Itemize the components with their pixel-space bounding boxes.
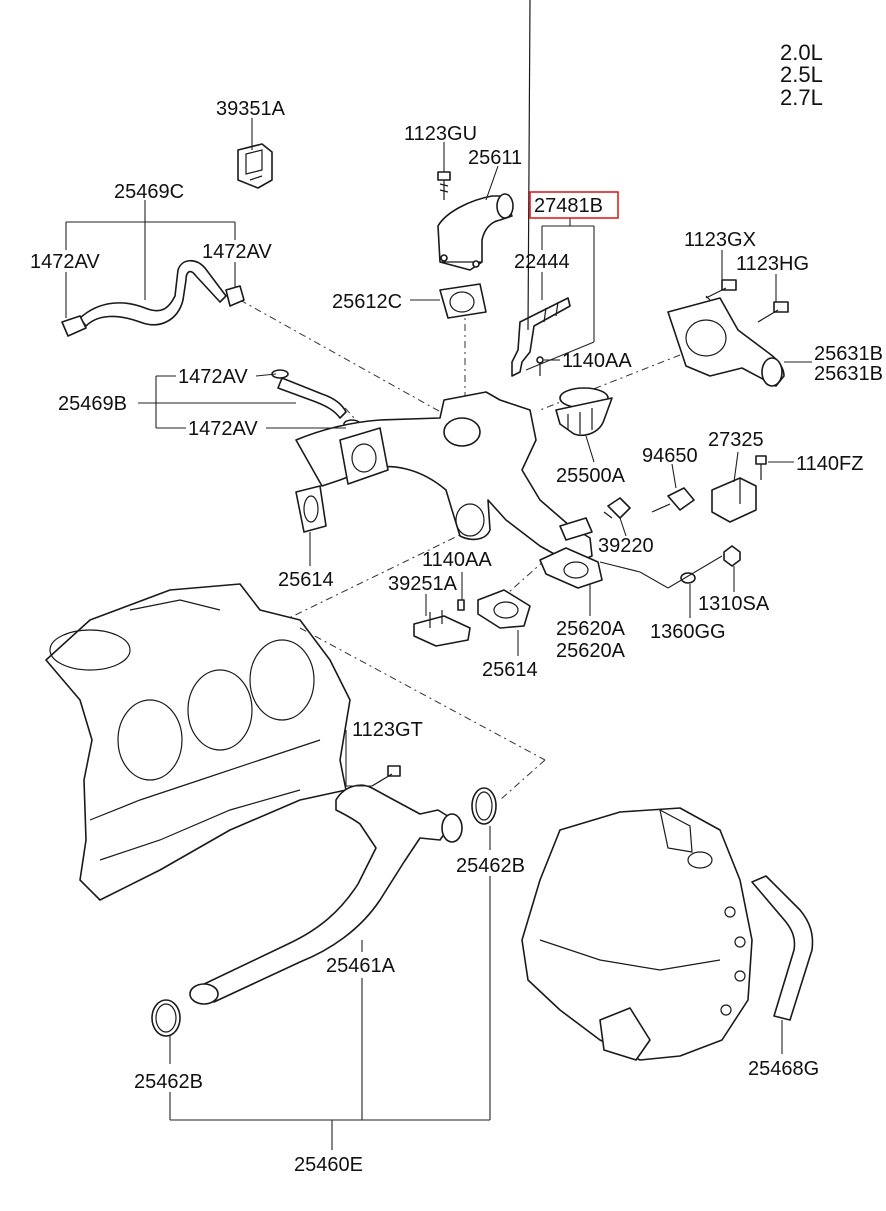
label-25469B[interactable]: 25469B — [58, 393, 127, 415]
label-39251A[interactable]: 39251A — [388, 573, 458, 595]
o-ring-25462B-lower — [151, 999, 181, 1037]
label-1472AV-right[interactable]: 1472AV — [202, 241, 272, 263]
gasket-25614-right — [477, 589, 531, 629]
label-1310SA[interactable]: 1310SA — [698, 593, 770, 615]
engine-variant-2: 2.5L — [780, 62, 823, 87]
label-94650[interactable]: 94650 — [642, 445, 698, 467]
label-1123GU[interactable]: 1123GU — [404, 123, 477, 145]
bolt-1123GU — [437, 171, 451, 200]
dash-oring-side — [499, 759, 546, 801]
hose-25468G — [751, 875, 814, 1021]
label-39351A[interactable]: 39351A — [216, 98, 286, 120]
water-pipe-25461A — [189, 784, 463, 1005]
label-1472AV-lower[interactable]: 1472AV — [188, 418, 258, 440]
label-1472AV-left[interactable]: 1472AV — [30, 251, 100, 273]
label-25462B-lower[interactable]: 25462B — [134, 1071, 203, 1093]
engine-variant-1: 2.0L — [780, 40, 823, 65]
label-1140FZ[interactable]: 1140FZ — [796, 453, 863, 475]
bolt-1123GX — [705, 279, 737, 301]
label-25462B-upper[interactable]: 25462B — [456, 855, 525, 877]
label-22444[interactable]: 22444 — [514, 251, 570, 273]
hose-25469B — [271, 369, 361, 429]
label-1123GT[interactable]: 1123GT — [352, 719, 423, 741]
clip-39351A — [237, 143, 273, 189]
label-25461A[interactable]: 25461A — [326, 955, 396, 977]
label-25631B-2[interactable]: 25631B — [814, 363, 883, 385]
label-25468G[interactable]: 25468G — [748, 1058, 819, 1080]
engine-variant-3: 2.7L — [780, 85, 823, 110]
label-39220[interactable]: 39220 — [598, 535, 654, 557]
bolt-1140AA-lower — [457, 599, 465, 611]
part-labels: 39351A 1123GU 25611 25469C 27481B 1123GX… — [30, 98, 883, 1176]
washer-1360GG — [680, 572, 696, 584]
label-25620A-1[interactable]: 25620A — [556, 618, 626, 640]
relay-27325 — [711, 477, 757, 523]
label-1360GG[interactable]: 1360GG — [650, 621, 726, 643]
bolt-1123GT — [371, 765, 401, 787]
label-25460E[interactable]: 25460E — [294, 1154, 363, 1176]
leader-lines — [65, 118, 812, 1150]
water-outlet-25611 — [437, 193, 514, 271]
sensor-94650 — [651, 487, 695, 513]
bracket-22444 — [511, 0, 571, 377]
label-25631B-1[interactable]: 25631B — [814, 343, 883, 365]
label-25620A-2[interactable]: 25620A — [556, 640, 626, 662]
highlight-box-27481B — [529, 191, 619, 219]
water-pipe-main — [295, 391, 593, 565]
thermostat-25500A — [555, 387, 613, 436]
transaxle-case — [521, 807, 753, 1061]
label-27325[interactable]: 27325 — [708, 429, 764, 451]
bolt-1140AA-upper — [536, 356, 544, 376]
label-25611[interactable]: 25611 — [468, 147, 522, 169]
label-1123HG[interactable]: 1123HG — [736, 253, 809, 275]
label-27481B[interactable]: 27481B — [534, 195, 603, 217]
flange-25620A — [539, 547, 603, 589]
label-25500A[interactable]: 25500A — [556, 465, 626, 487]
o-ring-25462B-upper — [471, 787, 497, 825]
bolt-1140FZ — [755, 455, 767, 480]
label-25614-right[interactable]: 25614 — [482, 659, 538, 681]
label-25469C[interactable]: 25469C — [114, 181, 184, 203]
gasket-25614-left — [295, 485, 327, 533]
label-1123GX[interactable]: 1123GX — [684, 229, 756, 251]
label-1472AV-upper[interactable]: 1472AV — [178, 366, 248, 388]
label-25614-left[interactable]: 25614 — [278, 569, 334, 591]
dash-block-to-oring — [299, 627, 546, 761]
sensor-39220 — [603, 497, 631, 519]
engine-block — [45, 583, 351, 901]
gasket-25612C — [439, 283, 487, 319]
nut-1310SA — [723, 545, 741, 567]
label-1140AA-upper[interactable]: 1140AA — [562, 350, 632, 372]
bracket-39251A — [413, 610, 471, 647]
label-1140AA-lower[interactable]: 1140AA — [422, 549, 492, 571]
thermostat-housing-25631B — [667, 297, 785, 387]
label-25612C[interactable]: 25612C — [332, 291, 402, 313]
bolt-1123HG — [757, 301, 789, 323]
